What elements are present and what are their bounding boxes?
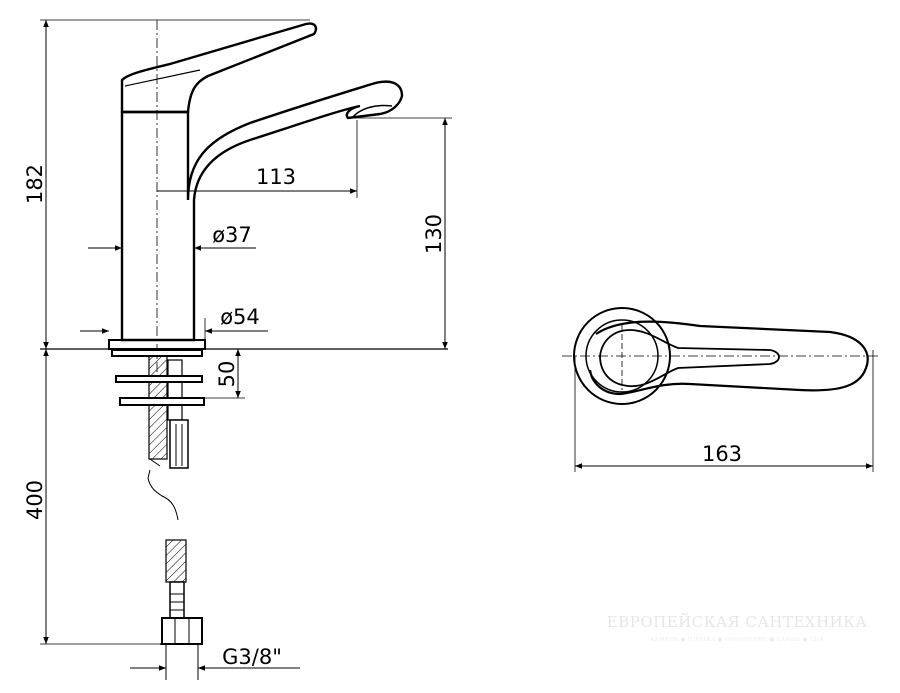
hose-break (147, 458, 179, 521)
flexible-hose (165, 539, 187, 583)
spout-outlet (351, 104, 393, 119)
watermark: ЕВРОПЕЙСКАЯ САНТЕХНИКА КАМЕНЬ ● ПЛИТКА ●… (607, 612, 868, 643)
dim-50-label: 50 (215, 361, 239, 388)
inlet-tail (169, 419, 189, 469)
watermark-title: ЕВРОПЕЙСКАЯ САНТЕХНИКА (607, 612, 868, 631)
lever-inner-top (599, 329, 780, 387)
faucet-body (120, 80, 404, 342)
dim-182-label: 182 (23, 164, 47, 204)
top-view: 163 (562, 307, 880, 472)
hose-nut (161, 617, 203, 645)
lever-edge-line (124, 69, 201, 87)
fixing-nut (119, 397, 205, 406)
lever-handle (120, 22, 318, 114)
dim-54-label: ø54 (220, 305, 260, 329)
inlet-pipe (167, 359, 183, 421)
side-view: 182 400 113 130 ø37 ø54 50 G3/8" (23, 19, 452, 680)
watermark-subtitle: КАМЕНЬ ● ПЛИТКА ● ОТОПЛЕНИЕ ● САУНЫ ● СП… (650, 637, 824, 643)
washer-middle (115, 375, 203, 383)
dim-37-label: ø37 (212, 223, 252, 247)
hose-crimp (169, 581, 185, 619)
dim-130-label: 130 (422, 214, 446, 254)
dim-163-label: 163 (702, 442, 742, 466)
dim-113-label: 113 (256, 165, 296, 189)
washer-top (111, 349, 203, 357)
dim-400-label: 400 (23, 480, 47, 520)
dim-g38-label: G3/8" (222, 645, 282, 669)
lever-outline-top (588, 320, 869, 396)
